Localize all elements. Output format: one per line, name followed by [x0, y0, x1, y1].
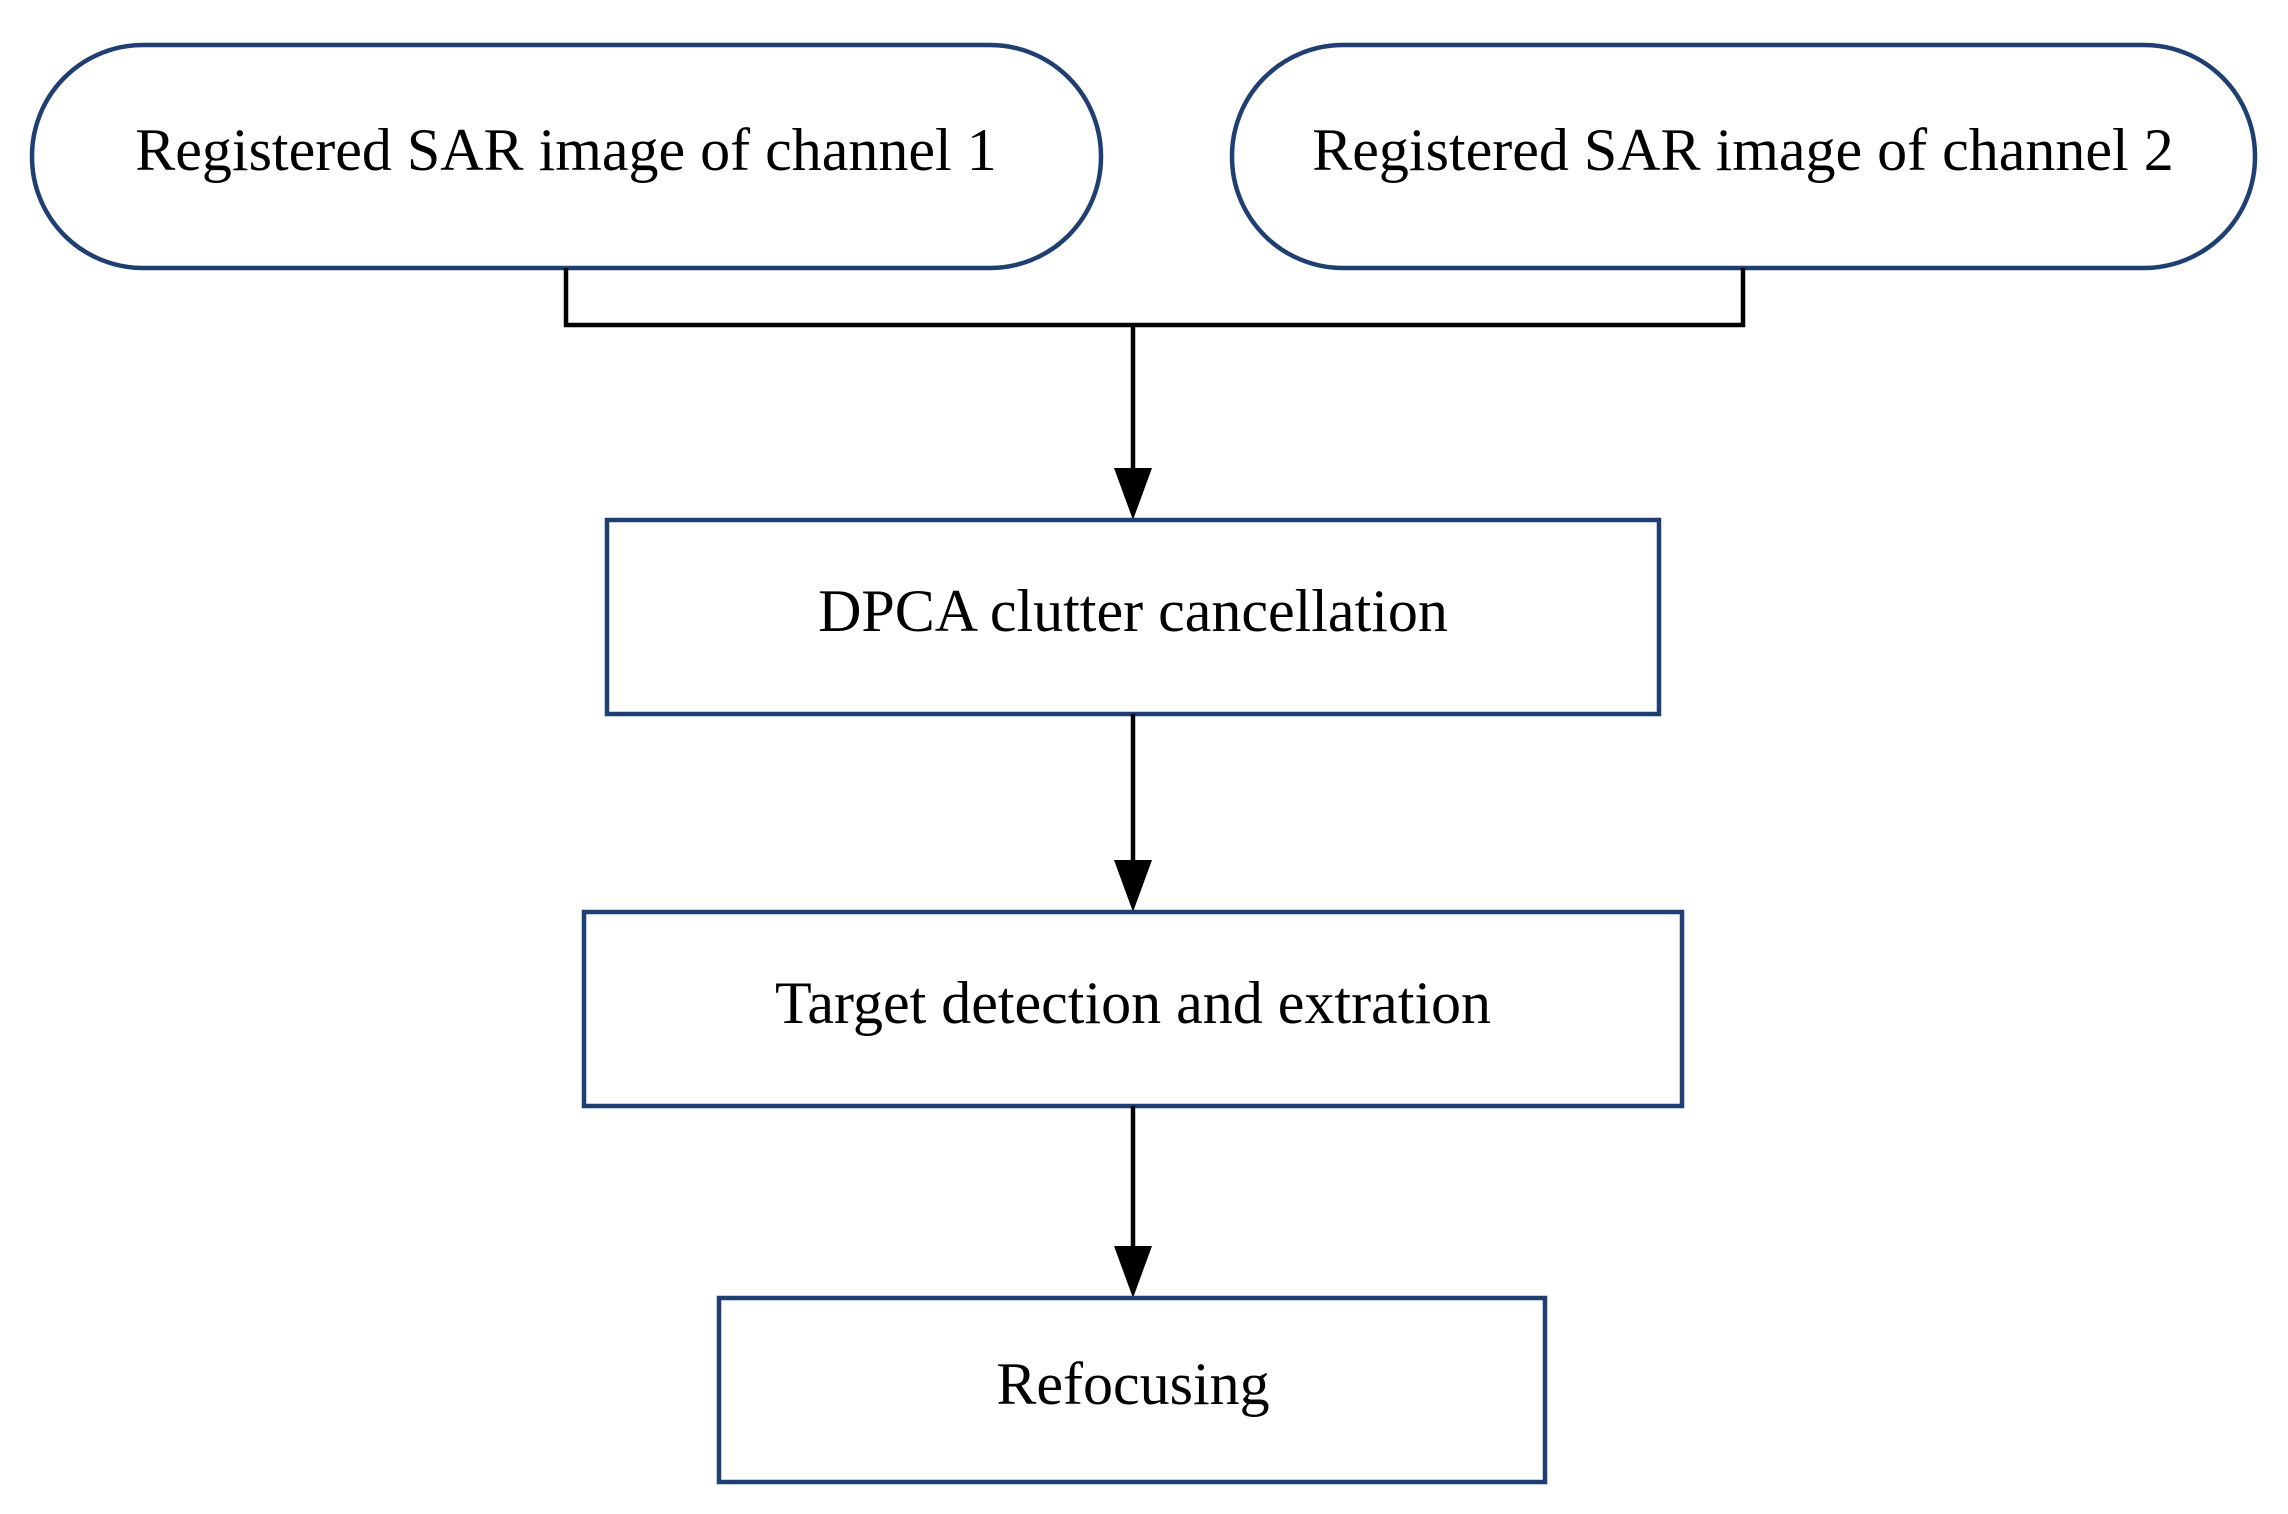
node-dpca-label: DPCA clutter cancellation	[818, 578, 1448, 644]
node-channel-2: Registered SAR image of channel 2	[1229, 42, 2258, 271]
node-detection-shape	[581, 909, 1685, 1109]
edge-dpca-to-detection-arrowhead	[1114, 860, 1152, 912]
node-channel-1: Registered SAR image of channel 1	[29, 42, 1104, 271]
edge-merge-to-dpca-arrowhead	[1114, 468, 1152, 520]
merge-connector	[563, 268, 1746, 328]
node-dpca: DPCA clutter cancellation	[604, 517, 1662, 717]
node-detection-label: Target detection and extration	[775, 970, 1491, 1036]
node-channel-1-label: Registered SAR image of channel 1	[135, 117, 996, 183]
edge-detection-to-refocusing-arrowhead	[1114, 1246, 1152, 1298]
node-refocusing-shape	[716, 1295, 1548, 1485]
node-detection: Target detection and extration	[581, 909, 1685, 1109]
node-channel-2-label: Registered SAR image of channel 2	[1312, 117, 2173, 183]
node-refocusing: Refocusing	[716, 1295, 1548, 1485]
node-refocusing-label: Refocusing	[996, 1351, 1269, 1417]
